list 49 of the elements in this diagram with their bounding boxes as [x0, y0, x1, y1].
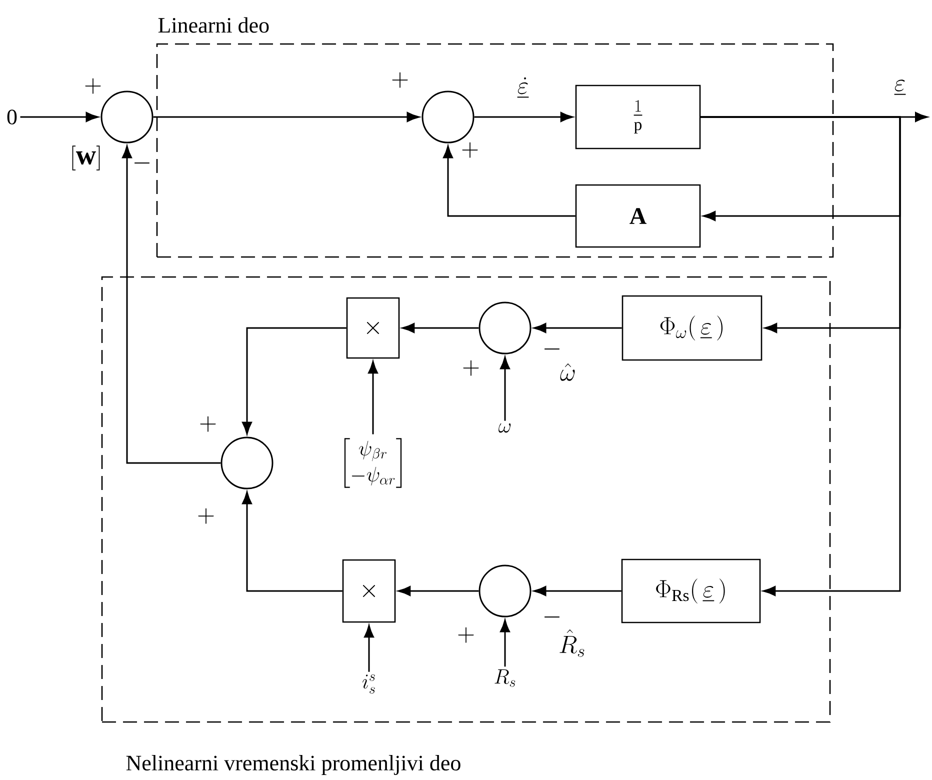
plus-sign: $+$ [462, 142, 478, 158]
plus-sign: $+$ [85, 78, 101, 94]
plus-sign: $+$ [198, 508, 214, 524]
signal-label: $\begin{bmatrix}\psi_{\beta r}\\-\psi_{\alpha r}\end{bmatrix}$ [344, 438, 402, 488]
arrow [122, 146, 221, 464]
summing-junction [478, 564, 532, 618]
signal-label: $i_s^s$ [362, 674, 375, 694]
bracket-label: $[\mathbf{w}]$ [72, 146, 100, 170]
signal-label: 0 [7, 110, 17, 124]
summing-junction [478, 302, 532, 354]
transfer-block: $\mathbf{A}$ [575, 184, 701, 248]
arrow [700, 116, 901, 596]
summing-junction [220, 436, 274, 490]
node-label: Linearni deo [158, 17, 269, 33]
arrow [402, 323, 479, 333]
arrow [364, 625, 374, 672]
minus-sign: $-$ [544, 616, 560, 618]
arrow [242, 327, 346, 434]
node-label: Nelinearni vremenski promenljivi deo [126, 755, 460, 775]
summing-junction [422, 90, 474, 144]
minus-sign: $-$ [544, 348, 560, 350]
edge-label: $\underline{\varepsilon}$ [893, 79, 907, 97]
arrow [398, 586, 479, 596]
signal-label: $R_s$ [494, 669, 516, 687]
arrow [242, 492, 342, 592]
transfer-block: $\frac{1}{\mathrm{p}}$ [575, 84, 701, 150]
arrow [443, 146, 576, 217]
arrow [500, 356, 510, 421]
arrow [474, 112, 573, 122]
plus-sign: $+$ [392, 72, 408, 88]
multiplier-block: $\times$ [342, 559, 396, 623]
arrow [368, 361, 378, 434]
arrow [534, 586, 622, 596]
edge-label: $\hat{R}_s$ [560, 629, 584, 657]
plus-sign: $+$ [463, 360, 479, 376]
minus-sign: $-$ [134, 162, 150, 164]
edge-label: $\underline{\dot{\varepsilon}}$ [516, 76, 530, 100]
arrow [500, 620, 510, 667]
edge-label: $\hat{\omega}$ [560, 363, 575, 381]
multiplier-block: $\times$ [346, 297, 400, 359]
plus-sign: $+$ [458, 627, 474, 643]
arrow [153, 112, 420, 122]
arrow [20, 112, 98, 122]
signal-label: $\omega$ [498, 423, 511, 433]
function-block: $\Phi_{\mathrm{Rs}}(\,\underline{\varepsilon}\,)$ [621, 558, 761, 624]
summing-junction [100, 90, 154, 144]
function-block: $\Phi_{\omega}(\,\underline{\varepsilon}\,)$ [622, 295, 762, 361]
plus-sign: $+$ [200, 416, 216, 432]
arrow [534, 323, 622, 333]
